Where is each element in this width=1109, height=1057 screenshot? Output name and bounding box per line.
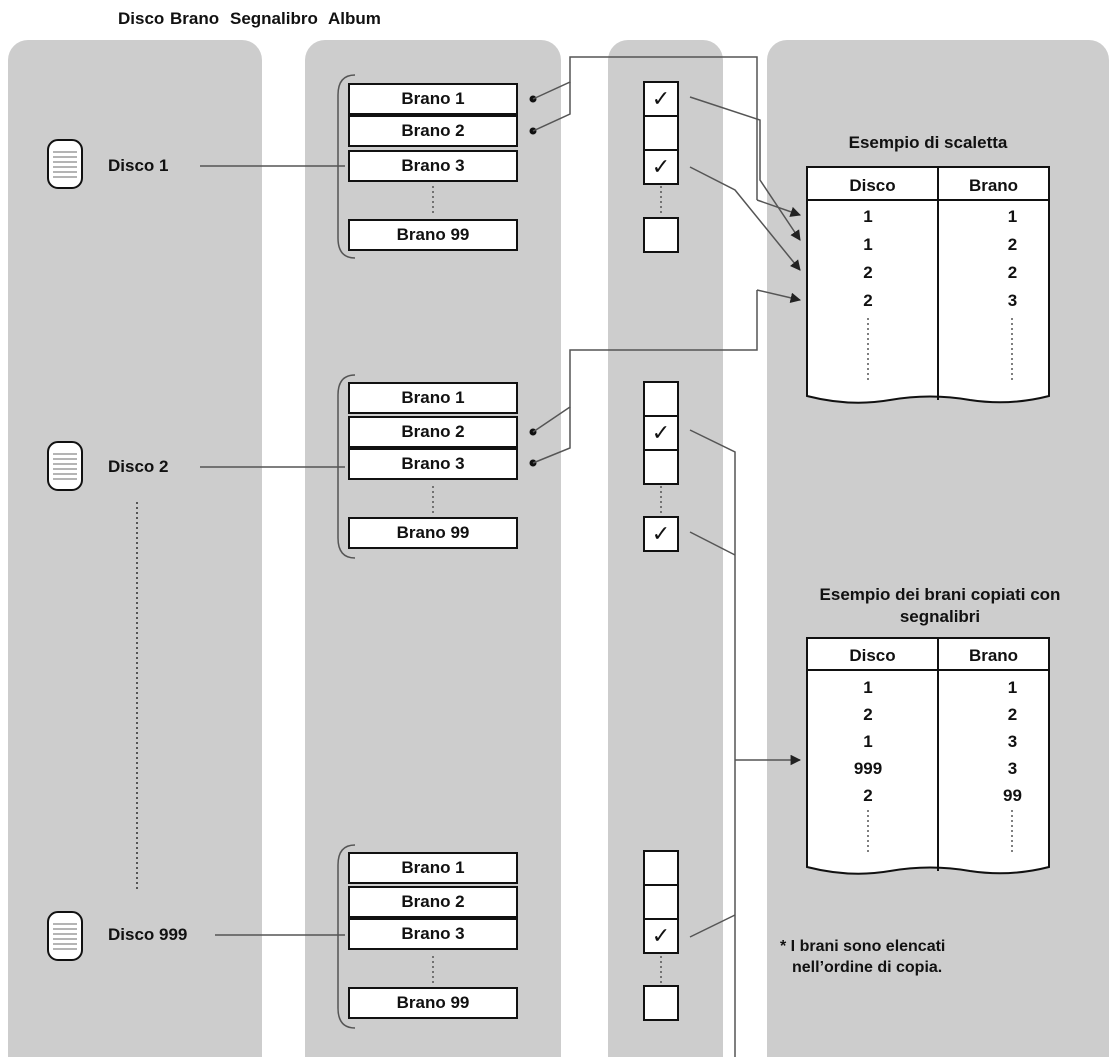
bookmark-checkbox[interactable]: ✓ — [643, 918, 679, 954]
copied-title-line2: segnalibri — [899, 607, 981, 626]
header-brano: Brano — [170, 9, 220, 28]
bookmark-checkbox[interactable]: ✓ — [643, 415, 679, 451]
playlist-cell: 2 — [1007, 235, 1018, 254]
check-icon: ✓ — [651, 521, 671, 546]
bookmark-checkbox[interactable]: ✓ — [643, 81, 679, 117]
bookmark-checkbox[interactable] — [643, 115, 679, 151]
copied-cell: 3 — [1007, 732, 1018, 751]
playlist-col-brano: Brano — [968, 176, 1019, 195]
playlist-table-frame — [806, 166, 1050, 404]
copied-cell: 3 — [1007, 759, 1018, 778]
bookmark-checkbox[interactable] — [643, 985, 679, 1021]
track-box: Brano 2 — [348, 886, 518, 918]
playlist-cell: 1 — [863, 235, 873, 254]
track-box: Brano 99 — [348, 987, 518, 1019]
check-icon: ✓ — [651, 86, 671, 111]
copied-cell: 1 — [863, 732, 873, 751]
bookmark-checkbox[interactable]: ✓ — [643, 149, 679, 185]
bookmark-checkbox[interactable] — [643, 217, 679, 253]
bookmark-checkbox[interactable] — [643, 884, 679, 920]
copied-cell: 2 — [863, 705, 873, 724]
bookmark-checkbox[interactable] — [643, 850, 679, 886]
track-box: Brano 1 — [348, 83, 518, 115]
note-line1: * I brani sono elencati — [780, 938, 946, 955]
track-box: Brano 1 — [348, 382, 518, 414]
bookmark-checkbox[interactable]: ✓ — [643, 516, 679, 552]
column-disco — [8, 40, 262, 1057]
check-icon: ✓ — [651, 923, 671, 948]
playlist-cell: 2 — [863, 263, 873, 282]
disc-stack-icon — [47, 139, 83, 189]
copied-cell: 2 — [863, 786, 873, 805]
check-icon: ✓ — [651, 154, 671, 179]
bookmark-checkbox[interactable] — [643, 449, 679, 485]
copied-cell: 99 — [1003, 786, 1022, 805]
playlist-cell: 1 — [1007, 207, 1018, 226]
playlist-cell: 3 — [1007, 291, 1018, 310]
track-box: Brano 2 — [348, 416, 518, 448]
playlist-cell: 1 — [863, 207, 873, 226]
copied-title-line1: Esempio dei brani copiati con — [819, 585, 1061, 604]
header-segnalibro: Segnalibro — [230, 9, 318, 28]
check-icon: ✓ — [651, 420, 671, 445]
note-line2: nell’ordine di copia. — [792, 959, 943, 976]
track-box: Brano 99 — [348, 219, 518, 251]
copied-cell: 1 — [1007, 678, 1018, 697]
disc-stack-icon — [47, 441, 83, 491]
playlist-cell: 2 — [863, 291, 873, 310]
copied-col-brano: Brano — [968, 646, 1019, 665]
copied-cell: 2 — [1007, 705, 1018, 724]
disc-label-1: Disco 1 — [108, 156, 169, 175]
playlist-title: Esempio di scaletta — [848, 133, 1008, 152]
track-box: Brano 99 — [348, 517, 518, 549]
header-disco: Disco — [118, 9, 165, 28]
bookmark-checkbox[interactable] — [643, 381, 679, 417]
copied-table-frame — [806, 637, 1050, 875]
track-box: Brano 1 — [348, 852, 518, 884]
copied-col-disco: Disco — [849, 646, 896, 665]
playlist-col-disco: Disco — [849, 176, 896, 195]
disc-label-2: Disco 2 — [108, 457, 169, 476]
disc-label-999: Disco 999 — [108, 925, 188, 944]
playlist-cell: 2 — [1007, 263, 1018, 282]
track-box: Brano 2 — [348, 115, 518, 147]
track-box: Brano 3 — [348, 150, 518, 182]
disc-stack-icon — [47, 911, 83, 961]
track-box: Brano 3 — [348, 918, 518, 950]
track-box: Brano 3 — [348, 448, 518, 480]
copied-cell: 999 — [853, 759, 883, 778]
header-album: Album — [328, 9, 381, 28]
copied-cell: 1 — [863, 678, 873, 697]
